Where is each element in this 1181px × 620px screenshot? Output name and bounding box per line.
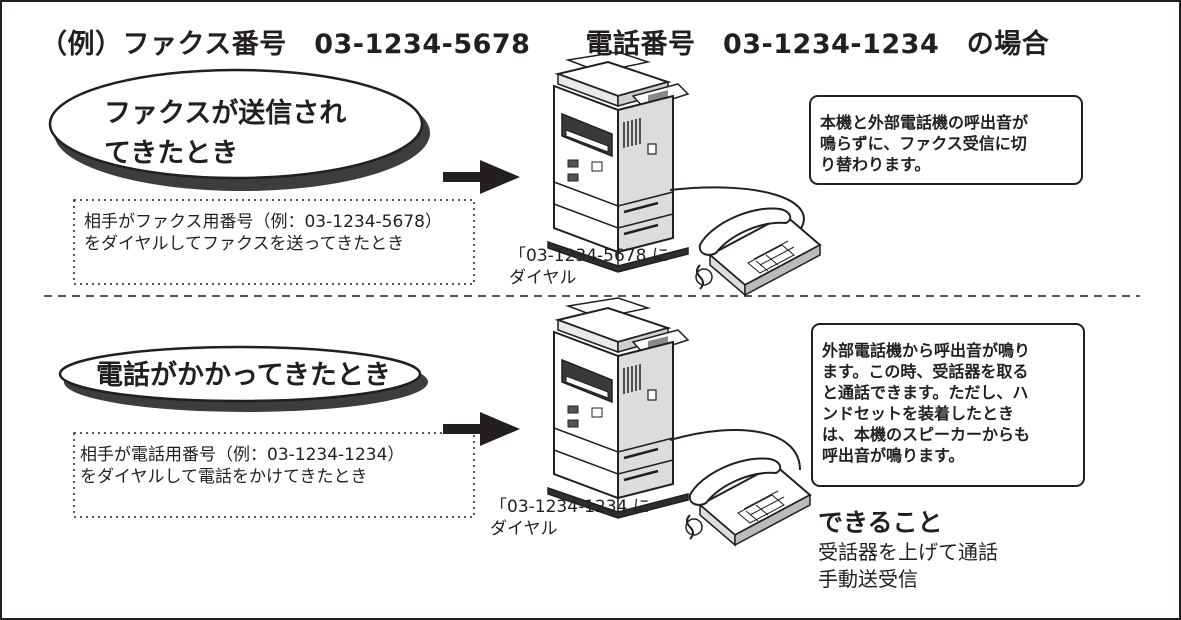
telephone-icon	[695, 207, 821, 296]
capabilities-list: 受話器を上げて通話 手動送受信	[818, 539, 998, 593]
fax-dial-label: 「03-1234-5678 に ダイヤル	[509, 245, 669, 289]
note-line: ンドセットを装着したとき	[822, 404, 1015, 423]
note-line: 本機と外部電話機の呼出音が	[820, 113, 1029, 132]
note-line: は、本機のスピーカーからも	[822, 425, 1031, 444]
note-line: と通話できます。ただし、ハ	[822, 383, 1029, 402]
bubble-line: ファクスが送信され	[104, 98, 347, 129]
note-line: 鳴らずに、ファクス受信に切	[820, 134, 1027, 153]
arrow-right-icon	[443, 412, 520, 446]
arrow-right-icon	[443, 160, 520, 194]
dial-line: 「03-1234-5678 に	[509, 246, 669, 266]
phone-condition-text: 相手が電話用番号（例：03-1234-1234） をダイヤルして電話をかけてきた…	[80, 444, 404, 488]
condition-line: をダイヤルして電話をかけてきたとき	[80, 467, 368, 487]
bubble-line: てきたとき	[104, 138, 239, 169]
diagram-artwork	[44, 50, 1140, 546]
fax-result-note: 本機と外部電話機の呼出音が 鳴らずに、ファクス受信に切 り替わります。	[820, 112, 1028, 175]
condition-line: 相手がファクス用番号（例：03-1234-5678）	[84, 212, 442, 232]
page-title: （例）ファクス番号 03-1234-5678 電話番号 03-1234-1234…	[40, 29, 1050, 60]
capability-item: 手動送受信	[818, 567, 918, 591]
capabilities-title: できること	[818, 508, 943, 537]
condition-line: をダイヤルしてファクスを送ってきたとき	[84, 234, 405, 254]
fax-machine-icon	[546, 296, 690, 520]
dial-line: 「03-1234-1234 に	[490, 497, 650, 517]
phone-result-note: 外部電話機から呼出音が鳴り ます。この時、受話器を取る と通話できます。ただし、…	[822, 340, 1030, 466]
dial-line: ダイヤル	[490, 519, 558, 539]
note-line: 呼出音が鳴ります。	[822, 446, 965, 465]
condition-line: 相手が電話用番号（例：03-1234-1234）	[80, 445, 405, 465]
fax-condition-text: 相手がファクス用番号（例：03-1234-5678） をダイヤルしてファクスを送…	[84, 211, 442, 255]
note-line: 外部電話機から呼出音が鳴り	[822, 341, 1031, 360]
fax-incoming-bubble: ファクスが送信され てきたとき	[104, 94, 346, 174]
note-line: ます。この時、受話器を取る	[822, 362, 1029, 381]
phone-dial-label: 「03-1234-1234 に ダイヤル	[490, 496, 650, 540]
note-line: り替わります。	[820, 155, 931, 174]
dial-line: ダイヤル	[509, 268, 577, 288]
capability-item: 受話器を上げて通話	[818, 540, 998, 564]
fax-machine-icon	[546, 50, 690, 274]
telephone-icon	[685, 457, 811, 546]
phone-incoming-bubble: 電話がかかってきたとき	[96, 360, 391, 391]
